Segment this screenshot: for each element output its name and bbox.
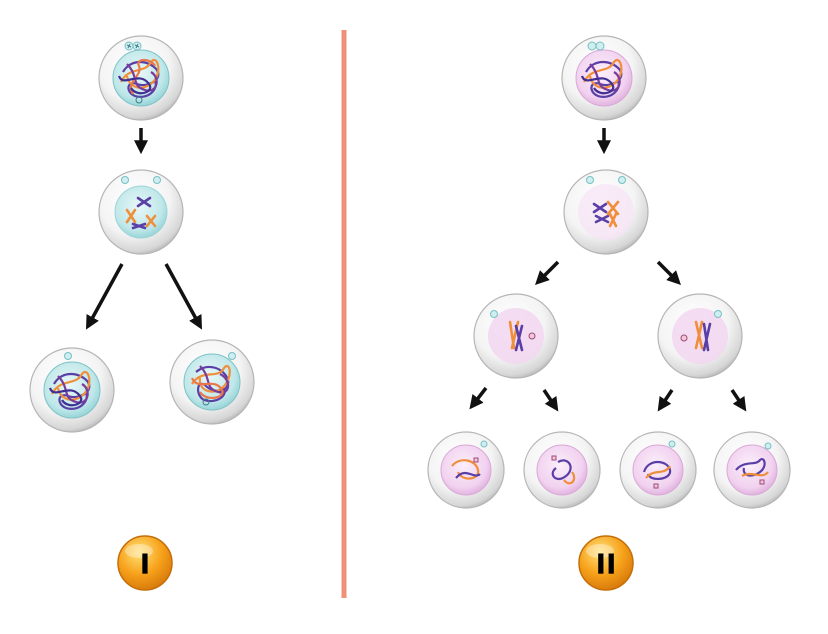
- arrow-icon: [730, 389, 747, 412]
- chromosome-icon: [508, 320, 524, 352]
- badge-label: II: [596, 548, 617, 581]
- metaphase-cell: [98, 169, 184, 255]
- arrow-icon: [164, 263, 203, 330]
- meiosis-ii-cell: [657, 293, 743, 379]
- centrosome-icon: [618, 176, 626, 184]
- badge-icon: I: [117, 535, 173, 591]
- metaphase-cell: [563, 169, 649, 255]
- arrow-icon: [542, 389, 559, 412]
- meiosis-ii-cell: [473, 293, 559, 379]
- chromatin-tangle: [642, 460, 672, 480]
- centrosome-icon: [490, 310, 498, 318]
- nucleolus: [202, 398, 210, 406]
- centrosome-icon: [480, 440, 488, 448]
- gamete-cell: [713, 431, 791, 509]
- centrosome-icon: [764, 442, 772, 450]
- centrosome-icon: [228, 352, 236, 360]
- badge-label: I: [140, 548, 150, 581]
- badge-icon: II: [578, 535, 634, 591]
- centrosome-icon: [587, 41, 597, 51]
- daughter-cell: [169, 339, 255, 425]
- chromatin-tangle: [551, 459, 576, 485]
- chromatin-tangle: [117, 58, 160, 98]
- centrosome-icon: [595, 41, 605, 51]
- centrosome-icon: [121, 176, 129, 184]
- centrosome-icon: [714, 310, 722, 318]
- panel-meiosis: II: [427, 35, 791, 591]
- gamete-cell: [619, 431, 697, 509]
- parent-cell: [561, 35, 647, 121]
- gamete-cell: [523, 431, 601, 509]
- centrosome-icon: [586, 176, 594, 184]
- centrosome-icon: [528, 332, 536, 340]
- arrow-icon: [469, 386, 488, 410]
- chromatin-tangle: [48, 371, 91, 410]
- chromatin-tangle: [735, 458, 769, 477]
- parent-cell: [98, 35, 184, 121]
- arrow-icon: [535, 260, 560, 285]
- centrosome-icon: [153, 176, 161, 184]
- nucleolus: [135, 96, 143, 104]
- centrosome-icon: [124, 41, 134, 51]
- chromatin-tangle: [451, 459, 481, 480]
- nucleolus: [759, 479, 765, 485]
- arrow-icon: [85, 263, 124, 330]
- chromosome-icon: [592, 200, 620, 228]
- nucleolus: [653, 483, 659, 489]
- nucleolus: [551, 455, 557, 461]
- arrow-icon: [656, 260, 681, 285]
- panel-mitosis: I: [29, 35, 255, 591]
- chromosome-icon: [125, 196, 157, 230]
- chromosome-icon: [694, 320, 712, 352]
- centrosome-icon: [132, 41, 142, 51]
- centrosome-icon: [64, 352, 72, 360]
- chromatin-tangle: [580, 59, 623, 98]
- nucleolus: [473, 457, 479, 463]
- centrosome-icon: [668, 440, 676, 448]
- daughter-cell: [29, 347, 115, 433]
- chromatin-tangle: [190, 365, 231, 403]
- centrosome-icon: [680, 334, 688, 342]
- gamete-cell: [427, 431, 505, 509]
- arrow-icon: [657, 389, 674, 412]
